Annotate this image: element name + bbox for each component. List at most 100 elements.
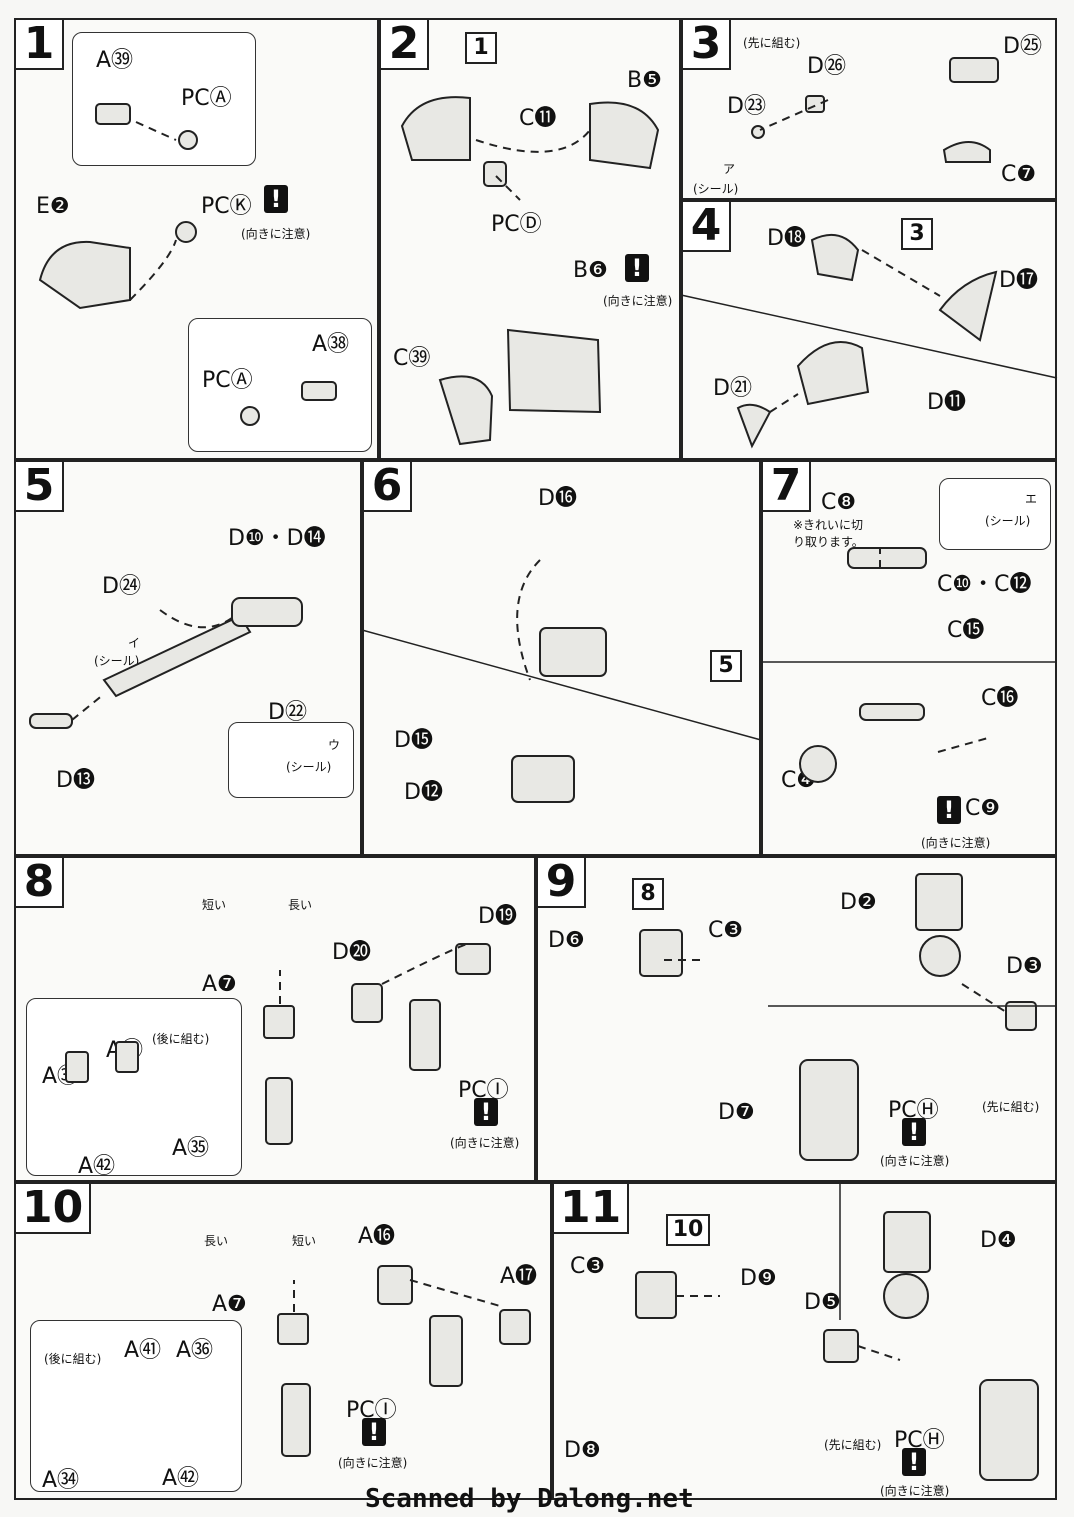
part-label: C❸ xyxy=(570,1254,606,1279)
part-label: A⓰ xyxy=(358,1224,396,1249)
part-label: A❼ xyxy=(202,972,237,997)
part-label: D⓭ xyxy=(56,768,95,793)
sticker-note: (シール) xyxy=(985,514,1031,528)
part-label: B❻ xyxy=(573,258,608,283)
part-label: D㉓ xyxy=(727,94,766,119)
orientation-note: (向きに注意) xyxy=(338,1456,408,1470)
detail-inset xyxy=(26,998,242,1176)
orientation-note: (向きに注意) xyxy=(880,1154,950,1168)
scanner-credit: Scanned by Dalong.net xyxy=(365,1484,694,1514)
warning-icon: ! xyxy=(625,254,649,282)
step-9: 9 8 D❻ C❸ D❼ D❷ D❸ PCⒽ ! (向きに注意) (先に組む) xyxy=(536,856,1057,1182)
warning-icon: ! xyxy=(937,796,961,824)
part-label: PCⒹ xyxy=(491,212,542,237)
sticker-code: ア xyxy=(723,162,736,176)
part-label: D❿・D⓮ xyxy=(228,526,326,551)
part-label: D⓫ xyxy=(927,390,966,415)
detail-inset xyxy=(939,478,1051,550)
detail-inset xyxy=(30,1320,242,1492)
warning-icon: ! xyxy=(902,1118,926,1146)
detail-inset xyxy=(188,318,372,452)
part-label: C❼ xyxy=(1001,162,1037,187)
part-label: D❸ xyxy=(1006,954,1043,979)
step-7: 7 C❽ ※きれいに切り取ります。 C❿・C⓬ C⓯ エ (シール) C⓰ C❹… xyxy=(761,460,1057,856)
part-label: D㉒ xyxy=(268,700,307,725)
part-label: D❺ xyxy=(804,1290,841,1315)
step-11: 11 10 C❸ D❾ D❽ D❹ D❺ (先に組む) PCⒽ ! (向きに注意… xyxy=(552,1182,1057,1500)
part-label: C❾ xyxy=(965,796,1001,821)
warning-icon: ! xyxy=(362,1418,386,1446)
warning-icon: ! xyxy=(474,1098,498,1126)
part-label: A㊷ xyxy=(78,1154,116,1179)
part-label: D⓱ xyxy=(999,268,1038,293)
warning-icon: ! xyxy=(264,185,288,213)
part-label: A⓱ xyxy=(500,1264,538,1289)
part-label: PCⓀ xyxy=(201,194,252,219)
assemble-later-note: (後に組む) xyxy=(44,1352,102,1366)
step-4: 4 D⓲ 3 D⓱ D㉑ D⓫ xyxy=(681,200,1057,460)
step-number: 6 xyxy=(362,460,412,512)
part-label: D❷ xyxy=(840,890,877,915)
part-label: D❹ xyxy=(980,1228,1017,1253)
part-label: PCⒶ xyxy=(202,368,253,393)
part-label: A㉞ xyxy=(42,1468,80,1493)
part-label: D❻ xyxy=(548,928,585,953)
step-number: 7 xyxy=(761,460,811,512)
part-label: D⓴ xyxy=(332,940,371,965)
part-label: D㉕ xyxy=(1003,34,1042,59)
part-label: C❸ xyxy=(708,918,744,943)
part-label: D❽ xyxy=(564,1438,601,1463)
step-number: 3 xyxy=(681,18,731,70)
reference-box: 1 xyxy=(465,32,497,64)
part-label: A㉟ xyxy=(172,1136,210,1161)
part-label: A㊷ xyxy=(162,1466,200,1491)
part-label: A㊳ xyxy=(312,332,350,357)
part-label: A❼ xyxy=(212,1292,247,1317)
cut-note: ※きれいに切り取ります。 xyxy=(793,518,864,549)
part-label: E❷ xyxy=(36,194,70,219)
part-label: B❺ xyxy=(627,68,662,93)
orientation-note: (向きに注意) xyxy=(241,227,311,241)
long-label: 長い xyxy=(204,1234,229,1248)
part-label: C❽ xyxy=(821,490,857,515)
part-label: C⓫ xyxy=(519,106,557,131)
step-3: 3 (先に組む) D㉖ D㉓ D㉕ C❼ ア (シール) xyxy=(681,18,1057,200)
short-label: 短い xyxy=(292,1234,317,1248)
sticker-note: (シール) xyxy=(286,760,332,774)
part-label: C⓰ xyxy=(981,686,1019,711)
step-number: 5 xyxy=(14,460,64,512)
assemble-first-note: (先に組む) xyxy=(743,36,801,50)
part-label: D㉖ xyxy=(807,54,846,79)
sticker-code: ウ xyxy=(328,738,341,752)
step-1: 1 A㊴ PCⒶ E❷ PCⓀ ! (向きに注意) A㊳ PCⒶ xyxy=(14,18,379,460)
part-label: PCⒶ xyxy=(181,86,232,111)
orientation-note: (向きに注意) xyxy=(603,294,673,308)
part-label: D㉑ xyxy=(713,376,752,401)
step-number: 4 xyxy=(681,200,731,252)
part-label: D⓲ xyxy=(767,226,806,251)
sticker-note: (シール) xyxy=(94,654,140,668)
part-label: D❾ xyxy=(740,1266,777,1291)
short-label: 短い xyxy=(202,898,227,912)
reference-box: 5 xyxy=(710,650,742,682)
sticker-note: (シール) xyxy=(693,182,739,196)
detail-inset xyxy=(72,32,256,166)
assemble-first-note: (先に組む) xyxy=(824,1438,882,1452)
part-label: D⓳ xyxy=(478,904,517,929)
step-number: 1 xyxy=(14,18,64,70)
part-label: D⓯ xyxy=(394,728,433,753)
sticker-code: イ xyxy=(128,636,141,650)
reference-box: 3 xyxy=(901,218,933,250)
assemble-later-note: (後に組む) xyxy=(152,1032,210,1046)
part-label: D㉔ xyxy=(102,574,141,599)
part-label: C⓯ xyxy=(947,618,985,643)
step-number: 9 xyxy=(536,856,586,908)
orientation-note: (向きに注意) xyxy=(450,1136,520,1150)
part-label: D❼ xyxy=(718,1100,755,1125)
part-label: C㊴ xyxy=(393,346,431,371)
warning-icon: ! xyxy=(902,1448,926,1476)
reference-box: 8 xyxy=(632,878,664,910)
part-label: C❿・C⓬ xyxy=(937,572,1032,597)
